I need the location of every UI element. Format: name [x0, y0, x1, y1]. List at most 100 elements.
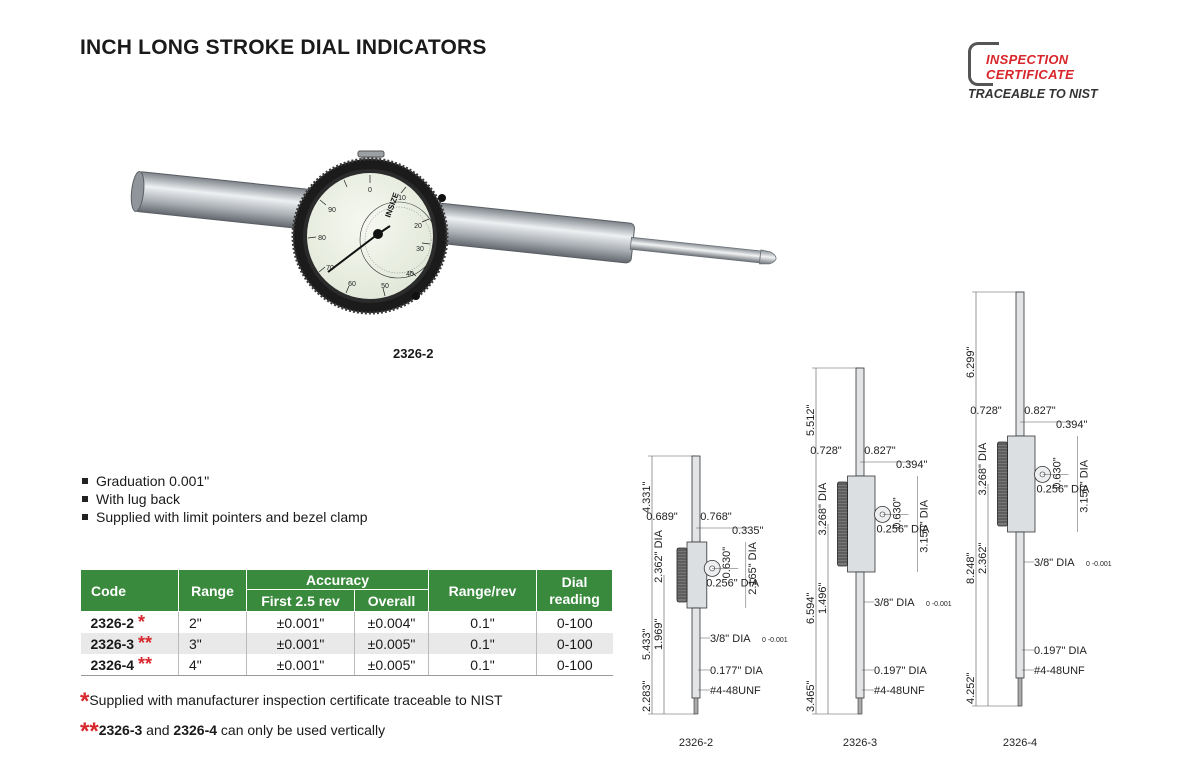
- drawing-2326-2: 4.331" 5.433" 2.283" 2.362" DIA 1.969" 0.630"…: [641, 455, 788, 749]
- svg-text:90: 90: [328, 207, 336, 214]
- header-dial-reading: Dial reading: [536, 569, 613, 612]
- dimension-label: 0.197" DIA: [1034, 645, 1087, 657]
- range-rev-cell: 0.1": [428, 633, 537, 654]
- first-cell: ±0.001": [246, 654, 355, 676]
- dimension-label: 2.362": [977, 542, 989, 574]
- dimension-label: 0.256" DIA: [877, 523, 930, 535]
- dimension-label: 2.283": [641, 680, 653, 712]
- dimension-label: 4.252": [965, 672, 977, 704]
- svg-text:40: 40: [406, 271, 414, 278]
- footnote-1: *Supplied with manufacturer inspection c…: [80, 688, 503, 715]
- dimension-label: #4-48UNF: [710, 685, 761, 697]
- dimension-label: 2.165" DIA: [747, 541, 759, 594]
- range-rev-cell: 0.1": [428, 654, 537, 676]
- dial-ticks: [307, 175, 431, 297]
- dimension-label: 5.512": [805, 404, 817, 436]
- range-cell: 3": [178, 633, 247, 654]
- dimension-label: 0.728": [970, 405, 1002, 417]
- dimension-label: 1.496": [817, 582, 829, 614]
- dimension-label: 5.433": [641, 628, 653, 660]
- technical-drawings: 4.331" 5.433" 2.283" 2.362" DIA 1.969" 0.630"…: [641, 291, 1112, 749]
- star-mark: **: [137, 633, 152, 653]
- dimension-label: 3.268" DIA: [817, 482, 829, 535]
- logo-line-3: TRACEABLE TO NIST: [968, 87, 1098, 101]
- dimension-label: 0.630": [721, 547, 733, 579]
- dimension-label: 0.768": [700, 511, 732, 523]
- dimension-label: 0.827": [1024, 405, 1056, 417]
- dial-cell: 0-100: [536, 633, 613, 654]
- dimension-label: 0.728": [810, 445, 842, 457]
- dimension-label: 0.177" DIA: [710, 665, 763, 677]
- first-cell: ±0.001": [246, 633, 355, 654]
- code-cell: 2326-3 **: [80, 633, 179, 654]
- tolerance-label: 0 -0.001: [1086, 561, 1112, 568]
- header-range-rev: Range/rev: [428, 569, 537, 612]
- feature-item: Graduation 0.001": [80, 472, 368, 490]
- header-overall: Overall: [354, 589, 429, 612]
- dimension-label: #4-48UNF: [874, 685, 925, 697]
- drawing-caption: 2326-4: [1003, 737, 1037, 749]
- svg-text:50: 50: [381, 283, 389, 290]
- dimension-label: 0.394": [1056, 419, 1088, 431]
- tolerance-label: 0 -0.001: [762, 637, 788, 644]
- svg-text:10: 10: [398, 195, 406, 202]
- dimension-label: 6.594": [805, 592, 817, 624]
- logo-line-2: CERTIFICATE: [986, 67, 1075, 82]
- logo-bracket-icon: [968, 42, 999, 86]
- header-range: Range: [178, 569, 247, 612]
- dimension-label: 1.969": [653, 618, 665, 650]
- dimension-label: 0.630": [1052, 457, 1064, 489]
- dial-cell: 0-100: [536, 654, 613, 676]
- dimension-label: 0.630": [892, 497, 904, 529]
- svg-text:80: 80: [318, 235, 326, 242]
- dimension-label: 3/8" DIA: [874, 597, 915, 609]
- overall-cell: ±0.004": [354, 611, 429, 633]
- dimension-label: 3/8" DIA: [710, 633, 751, 645]
- svg-text:30: 30: [416, 246, 424, 253]
- star-mark: **: [137, 654, 152, 674]
- header-code: Code: [80, 569, 179, 612]
- dimension-label: 4.331": [641, 481, 653, 513]
- table-row: 2326-4 ** 4" ±0.001" ±0.005" 0.1" 0-100: [80, 654, 613, 676]
- dimension-label: #4-48UNF: [1034, 665, 1085, 677]
- dimension-label: 3.465": [805, 680, 817, 712]
- dimension-label: 3.268" DIA: [977, 442, 989, 495]
- dimension-label: 6.299": [965, 346, 977, 378]
- range-cell: 2": [178, 611, 247, 633]
- svg-text:70: 70: [326, 265, 334, 272]
- dimension-label: 0.256" DIA: [706, 577, 759, 589]
- dimension-label: 3.150" DIA: [919, 499, 931, 552]
- feature-list: Graduation 0.001" With lug back Supplied…: [80, 472, 368, 526]
- code-cell: 2326-4 **: [80, 654, 179, 676]
- spec-table: Code Range Accuracy Range/rev Dial readi…: [80, 569, 613, 676]
- dimension-label: 2.362" DIA: [653, 529, 665, 582]
- dial-numbers: 0 10 20 30 40 50 60 70 80 90: [318, 187, 424, 290]
- header-accuracy: Accuracy: [246, 569, 429, 590]
- footnote-star: **: [80, 718, 99, 745]
- drawing-caption: 2326-2: [679, 737, 713, 749]
- dial-cell: 0-100: [536, 611, 613, 633]
- dimension-label: 3.150" DIA: [1079, 459, 1091, 512]
- dial-indicator-image: 0 10 20 30 40 50 60 70 80 90 INSIZE: [130, 150, 777, 315]
- drawing-2326-4: 6.299" 8.248" 4.252" 3.268" DIA 2.362" 0.630"…: [965, 291, 1112, 749]
- header-first-rev: First 2.5 rev: [246, 589, 355, 612]
- svg-text:60: 60: [348, 281, 356, 288]
- logo-line-1: INSPECTION: [986, 52, 1069, 67]
- range-rev-cell: 0.1": [428, 611, 537, 633]
- feature-item: With lug back: [80, 490, 368, 508]
- range-cell: 4": [178, 654, 247, 676]
- dimension-label: 8.248": [965, 552, 977, 584]
- dimension-label: 0.394": [896, 459, 928, 471]
- svg-text:0: 0: [368, 187, 372, 194]
- footnote-star: *: [80, 688, 90, 715]
- code-cell: 2326-2 *: [80, 611, 179, 633]
- dimension-label: 0.335": [732, 525, 764, 537]
- dimension-label: 0.689": [646, 511, 678, 523]
- drawing-2326-3: 5.512" 6.594" 3.465" 3.268" DIA 1.496" 0.630"…: [805, 367, 952, 749]
- footnote-2: **2326-3 and 2326-4 can only be used ver…: [80, 718, 386, 745]
- star-mark: *: [137, 612, 145, 632]
- tolerance-label: 0 -0.001: [926, 601, 952, 608]
- table-row: 2326-2 * 2" ±0.001" ±0.004" 0.1" 0-100: [80, 611, 613, 633]
- overall-cell: ±0.005": [354, 654, 429, 676]
- dimension-label: 0.256" DIA: [1037, 483, 1090, 495]
